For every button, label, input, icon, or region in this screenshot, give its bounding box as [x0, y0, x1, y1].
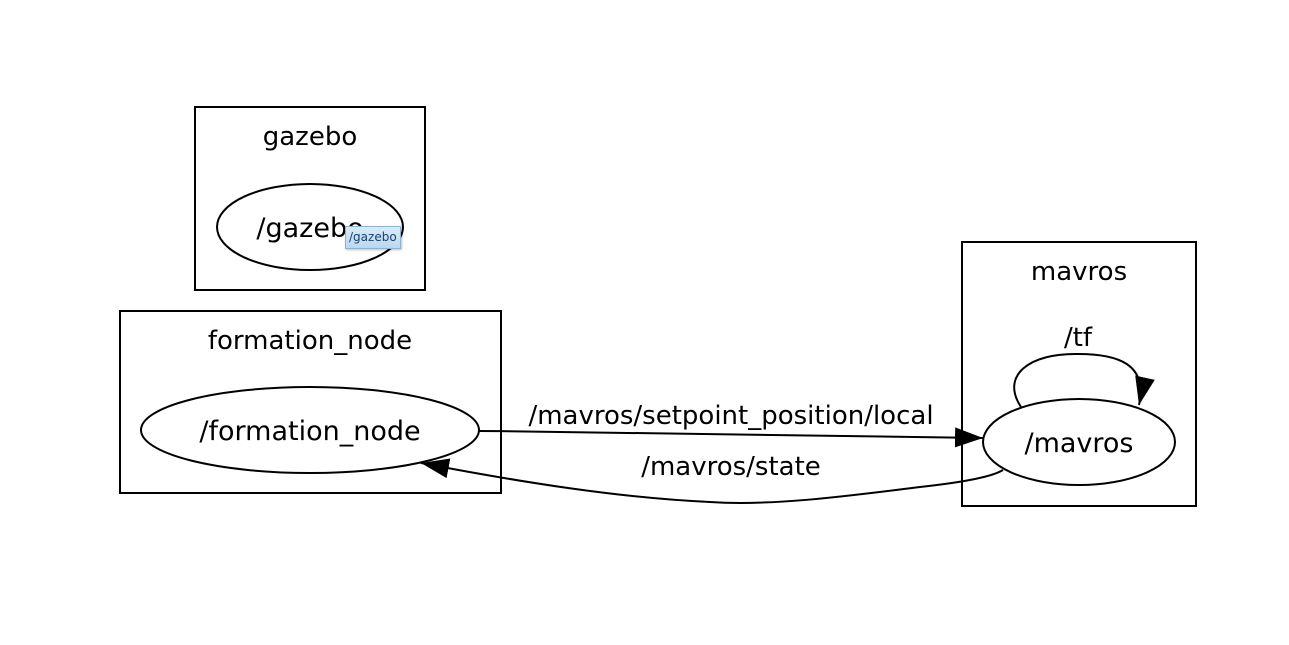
- edge-tf[interactable]: /tf: [1013, 323, 1155, 408]
- cluster-gazebo-box: [194, 106, 426, 291]
- edge-tf-label: /tf: [1064, 323, 1093, 353]
- node-formation-node[interactable]: /formation_node: [140, 386, 480, 474]
- cluster-mavros[interactable]: mavros /mavros: [961, 241, 1197, 507]
- edge-tf-path: [1013, 352, 1155, 408]
- cluster-formation-node-box: [119, 310, 502, 494]
- node-mavros-label: /mavros: [1024, 428, 1133, 459]
- node-formation-node-label: /formation_node: [199, 416, 420, 447]
- edge-setpoint-path: [478, 427, 984, 448]
- edge-state-path: [420, 458, 1004, 504]
- edge-state-label: /mavros/state: [641, 452, 821, 482]
- cluster-formation-node[interactable]: formation_node /formation_node: [119, 310, 502, 494]
- node-gazebo-ellipse: [216, 183, 404, 271]
- edge-setpoint-position-local[interactable]: /mavros/setpoint_position/local: [478, 401, 984, 448]
- edge-setpoint-label: /mavros/setpoint_position/local: [528, 401, 933, 431]
- cluster-gazebo[interactable]: gazebo /gazebo: [194, 106, 426, 291]
- cluster-mavros-box: [961, 241, 1197, 507]
- edge-mavros-state[interactable]: /mavros/state: [420, 452, 1004, 504]
- node-mavros-ellipse: [982, 398, 1176, 486]
- node-mavros[interactable]: /mavros: [982, 398, 1176, 486]
- cluster-gazebo-title: gazebo: [263, 122, 358, 152]
- cluster-mavros-title: mavros: [1031, 257, 1127, 287]
- node-tooltip: /gazebo: [345, 226, 401, 249]
- cluster-formation-node-title: formation_node: [208, 326, 412, 356]
- node-formation-node-ellipse: [140, 386, 480, 474]
